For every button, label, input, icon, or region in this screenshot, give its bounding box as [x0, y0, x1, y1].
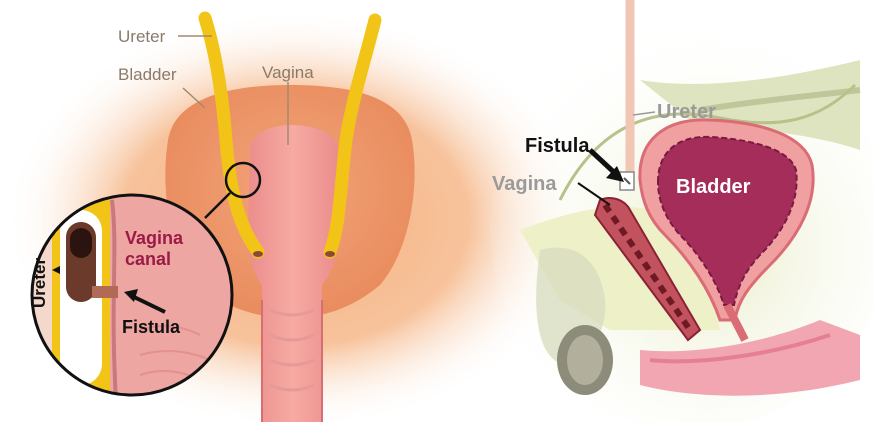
label-vagina-right: Vagina: [492, 173, 557, 195]
label-fistula-right: Fistula: [525, 135, 590, 157]
label-ureter-right: Ureter: [657, 101, 716, 123]
label-ureter: Ureter: [118, 27, 166, 46]
label-vagina: Vagina: [262, 63, 314, 82]
inset-label-canal: canal: [125, 249, 171, 269]
inset-label-ureter: Ureter: [30, 258, 49, 308]
inset-label-fistula: Fistula: [122, 317, 181, 337]
inset-label-vagina: Vagina: [125, 228, 184, 248]
sagittal-view: Ureter Fistula Vagina Bladder: [490, 0, 873, 422]
label-bladder-right: Bladder: [676, 176, 751, 198]
label-bladder: Bladder: [118, 65, 177, 84]
